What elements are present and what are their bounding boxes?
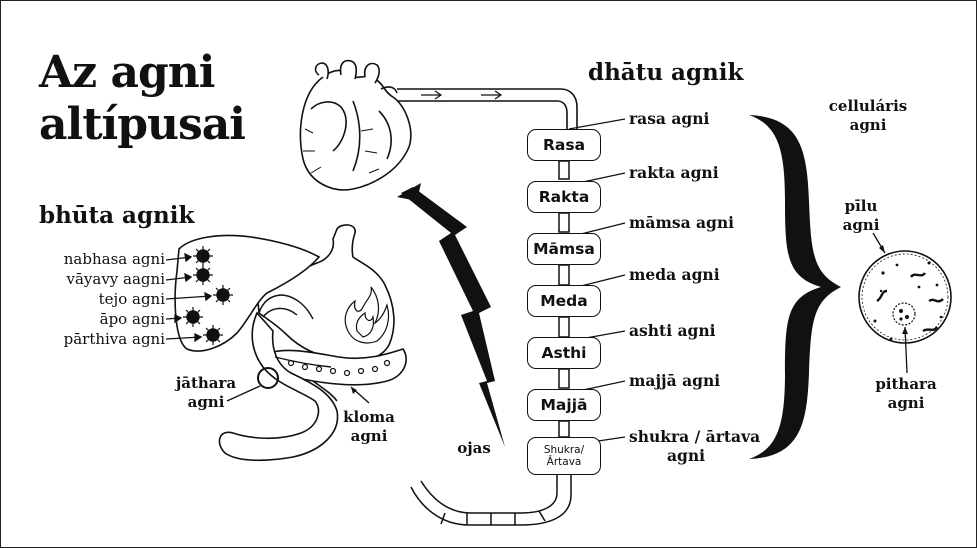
jathara-label-line2: agni (161, 393, 251, 412)
dhatu-agni-label: rasa agni (629, 109, 709, 128)
dhatu-agni-label-last-line2: agni (667, 446, 705, 465)
dhatu-box-shukra: Shukra/ Ārtava (527, 437, 601, 475)
dhatu-box-shukra-line2: Ārtava (544, 456, 584, 468)
cellular-agni-brace (749, 115, 841, 459)
bhuta-heading: bhūta agnik (39, 202, 194, 229)
dhatu-agni-label: meda agni (629, 265, 720, 284)
bhuta-item: tejo agni (21, 289, 165, 309)
dhatu-box-rasa: Rasa (527, 129, 601, 161)
pilu-label-line2: agni (831, 216, 891, 235)
dhatu-agni-label: majjā agni (629, 371, 720, 390)
bhuta-item: nabhasa agni (21, 249, 165, 269)
dhatu-agni-label: ashti agni (629, 321, 716, 340)
kloma-label-line2: agni (329, 427, 409, 446)
bhuta-item: pārthiva agni (21, 329, 165, 349)
ojas-label: ojas (451, 439, 497, 458)
pithara-label-line2: agni (863, 394, 949, 413)
dhatu-box-mamsa: Māmsa (527, 233, 601, 265)
dhatu-box-majja: Majjā (527, 389, 601, 421)
dhatu-agni-label: rakta agni (629, 163, 719, 182)
dhatu-box-shukra-line1: Shukra/ (544, 444, 584, 456)
dhatu-agni-label: māmsa agni (629, 213, 734, 232)
ojas-lightning-bolt (401, 187, 505, 447)
jathara-label-line1: jāthara (161, 374, 251, 393)
page-title-line2: altípusai (39, 99, 245, 151)
vessel-to-ojas (411, 475, 571, 525)
bhuta-item: āpo agni (21, 309, 165, 329)
cellular-label-line1: celluláris (813, 97, 923, 116)
heart-illustration (300, 61, 410, 190)
ojas-arrowhead (397, 183, 421, 201)
kloma-label-line1: kloma (329, 408, 409, 427)
dhatu-box-asthi: Asthi (527, 337, 601, 369)
pilu-label-line1: pīlu (831, 197, 891, 216)
dhatu-box-meda: Meda (527, 285, 601, 317)
cellular-label-line2: agni (813, 116, 923, 135)
page-title-line1: Az agni (39, 47, 214, 99)
dhatu-agni-label-last-line1: shukra / ārtava (629, 427, 760, 446)
dhatu-heading: dhātu agnik (588, 59, 743, 86)
pithara-label-line1: pithara (863, 375, 949, 394)
dhatu-box-rakta: Rakta (527, 181, 601, 213)
vessel-heart-to-rasa (397, 89, 577, 129)
bhuta-item: vāyavy aagni (21, 269, 165, 289)
